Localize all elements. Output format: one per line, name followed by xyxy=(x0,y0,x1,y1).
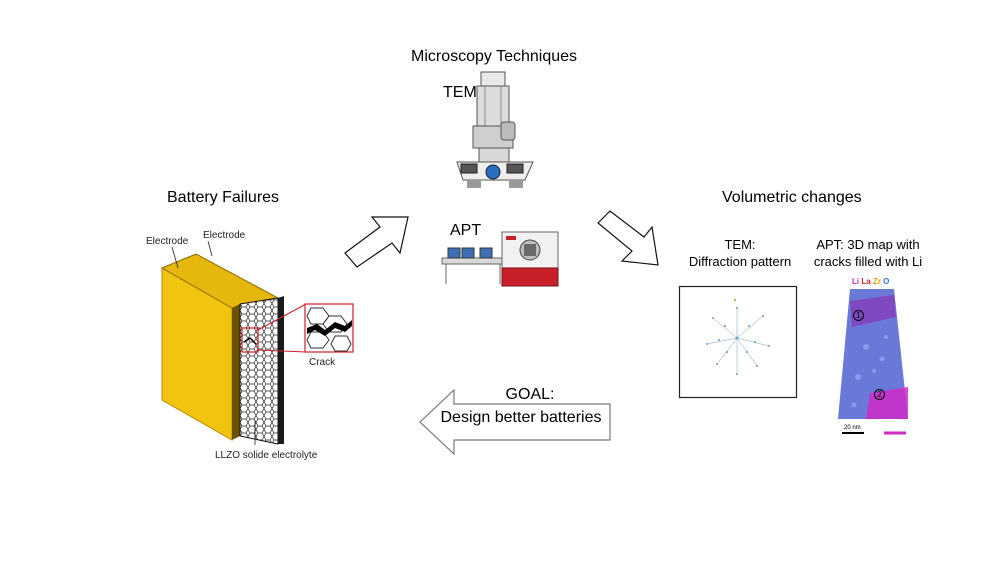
apt-legend: Li La Zr O xyxy=(852,277,889,286)
goal-text: Design better batteries xyxy=(440,409,602,426)
legend-zr: Zr xyxy=(872,277,881,286)
apt-instrument-illustration xyxy=(441,231,559,287)
apt-scale-label: 20 nm xyxy=(844,425,861,431)
tem-microscope-illustration xyxy=(456,71,534,188)
tem-result-title: TEM: xyxy=(724,237,756,252)
goal-arrow xyxy=(419,388,611,456)
apt-result-title: APT: 3D map with xyxy=(816,237,920,252)
electrolyte-label: LLZO solide electrolyte xyxy=(215,450,318,461)
goal-label: GOAL: xyxy=(505,386,555,403)
apt-label: APT xyxy=(450,222,482,239)
crack-label: Crack xyxy=(309,357,336,368)
legend-li: Li xyxy=(852,277,860,286)
electrode-left-label: Electrode xyxy=(146,236,189,247)
apt-marker-1: 1 xyxy=(853,310,864,321)
arrow-to-volumetric xyxy=(597,210,659,266)
battery-failures-title: Battery Failures xyxy=(167,189,280,206)
apt-marker-2: 2 xyxy=(874,389,885,400)
battery-illustration xyxy=(160,253,307,445)
legend-la: La xyxy=(861,277,871,286)
crack-zoom-inset xyxy=(304,303,354,353)
diffraction-pattern-image xyxy=(678,285,798,399)
apt-3d-map-image xyxy=(838,289,908,435)
tem-label: TEM xyxy=(443,84,477,101)
microscopy-title: Microscopy Techniques xyxy=(411,48,578,65)
volumetric-title: Volumetric changes xyxy=(722,189,862,206)
legend-o: O xyxy=(883,277,890,286)
tem-result-subtitle: Diffraction pattern xyxy=(688,254,792,269)
arrow-to-microscopy xyxy=(344,216,409,268)
electrode-right-label: Electrode xyxy=(203,230,246,241)
apt-result-subtitle: cracks filled with Li xyxy=(813,254,923,269)
